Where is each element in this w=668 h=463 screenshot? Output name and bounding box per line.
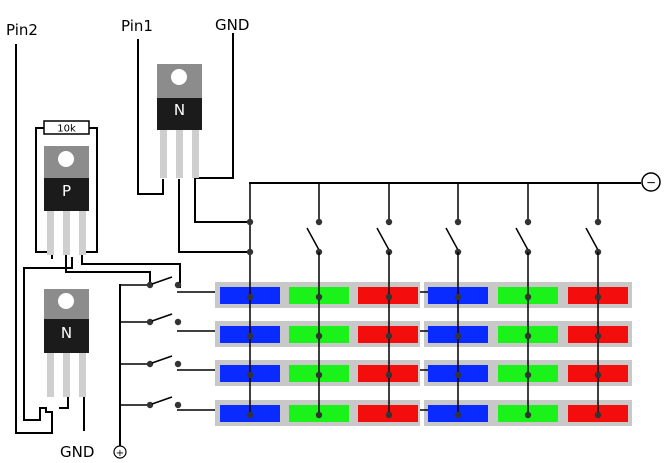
node-dot xyxy=(524,371,532,379)
switch-lever xyxy=(376,227,390,251)
switch-contact xyxy=(146,360,154,368)
switch-lever xyxy=(515,227,529,251)
node-dot xyxy=(385,332,393,340)
minus-symbol: − xyxy=(646,176,656,190)
node-dot xyxy=(524,332,532,340)
transistor-n-bottom-label: N xyxy=(61,324,72,342)
switch-contact xyxy=(385,218,393,226)
node-dot xyxy=(594,293,602,301)
minus-terminal: − xyxy=(641,172,661,192)
node-dot xyxy=(315,371,323,379)
node-dot xyxy=(315,293,323,301)
switch-lever xyxy=(151,276,173,285)
node-dot xyxy=(385,371,393,379)
switch-contact xyxy=(146,401,154,409)
switch-lever xyxy=(151,396,173,405)
switch-contact xyxy=(594,218,602,226)
wires xyxy=(15,33,641,446)
plus-terminal: + xyxy=(113,445,127,459)
node-dot xyxy=(524,411,532,419)
switch-lever xyxy=(445,227,459,251)
transistor-n-top-label: N xyxy=(174,101,185,119)
node-dot xyxy=(246,411,254,419)
node-dot xyxy=(246,293,254,301)
node-dot xyxy=(385,411,393,419)
led-strips xyxy=(177,282,632,426)
node-dot xyxy=(454,371,462,379)
switch-contact xyxy=(146,318,154,326)
transistor-n-top: N G D S xyxy=(157,64,202,178)
switch-contact xyxy=(174,401,182,409)
node-dot xyxy=(594,332,602,340)
column-switches xyxy=(246,183,602,419)
switch-contact xyxy=(146,281,154,289)
label-gnd-top: GND xyxy=(215,16,249,34)
switch-contact xyxy=(315,218,323,226)
node-dot xyxy=(454,293,462,301)
junction-dot xyxy=(246,248,254,256)
label-pin1: Pin1 xyxy=(121,17,153,35)
switch-contact xyxy=(174,281,182,289)
switch-contact xyxy=(524,218,532,226)
switch-lever xyxy=(585,227,599,251)
switch-contact xyxy=(174,360,182,368)
transistor-p: P xyxy=(44,146,89,255)
switch-lever xyxy=(151,313,173,322)
switch-lever xyxy=(306,227,320,251)
node-dot xyxy=(246,371,254,379)
plus-symbol: + xyxy=(116,448,124,459)
row-switches xyxy=(120,276,182,409)
node-dot xyxy=(246,332,254,340)
label-pin2: Pin2 xyxy=(6,21,38,39)
node-dot xyxy=(594,411,602,419)
node-dot xyxy=(315,332,323,340)
switch-contact xyxy=(174,318,182,326)
junction-dot xyxy=(246,218,254,226)
transistor-n-bottom: N xyxy=(44,289,89,397)
node-dot xyxy=(454,332,462,340)
resistor-10k: 10k xyxy=(36,120,97,135)
node-dot xyxy=(385,293,393,301)
node-dot xyxy=(315,411,323,419)
resistor-label: 10k xyxy=(57,124,76,135)
switch-lever xyxy=(151,355,173,364)
transistor-p-label: P xyxy=(62,182,71,200)
node-dot xyxy=(524,293,532,301)
node-dot xyxy=(454,411,462,419)
node-dot xyxy=(594,371,602,379)
label-gnd-bottom: GND xyxy=(60,443,94,461)
switch-contact xyxy=(454,218,462,226)
